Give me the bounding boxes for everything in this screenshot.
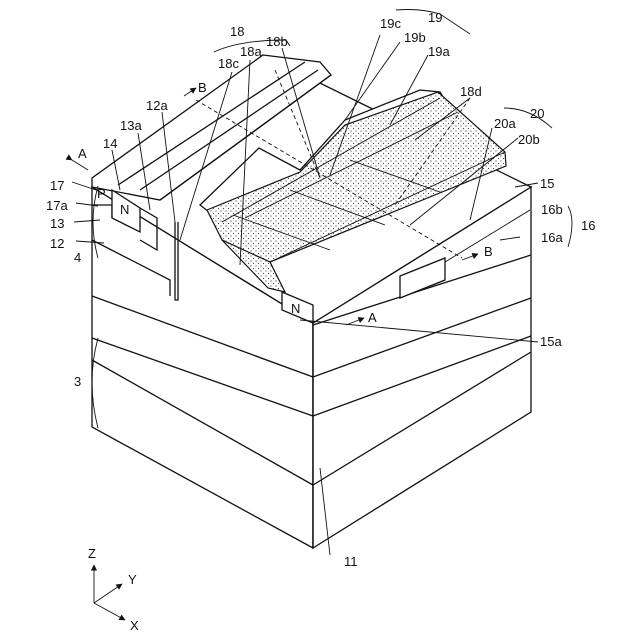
- bracket-16: [568, 206, 572, 247]
- coordinate-axes: Z Y X: [88, 546, 139, 633]
- axis-x-label: X: [130, 618, 139, 633]
- label-18a: 18a: [240, 44, 262, 59]
- label-20: 20: [530, 106, 544, 121]
- label-13a: 13a: [120, 118, 142, 133]
- section-line-b-top: [184, 88, 196, 96]
- label-11: 11: [344, 554, 358, 569]
- label-12a: 12a: [146, 98, 168, 113]
- label-13: 13: [50, 216, 64, 231]
- label-15a: 15a: [540, 334, 562, 349]
- label-14: 14: [103, 136, 117, 151]
- label-19b: 19b: [404, 30, 426, 45]
- label-20a: 20a: [494, 116, 516, 131]
- p-region-letter: P: [97, 186, 106, 201]
- section-b-right-letter: B: [484, 244, 493, 259]
- n-region-front-letter: N: [291, 301, 300, 316]
- axis-x-arrow: [94, 603, 125, 620]
- label-4: 4: [74, 250, 81, 265]
- label-19a: 19a: [428, 44, 450, 59]
- label-18d: 18d: [460, 84, 482, 99]
- n-region-left-letter: N: [120, 202, 129, 217]
- axis-z-label: Z: [88, 546, 96, 561]
- section-line-a-left: [72, 160, 88, 170]
- section-a-left-letter: A: [78, 146, 87, 161]
- section-a-right-letter: A: [368, 310, 377, 325]
- section-b-top-letter: B: [198, 80, 207, 95]
- label-15: 15: [540, 176, 554, 191]
- label-12: 12: [50, 236, 64, 251]
- label-16: 16: [581, 218, 595, 233]
- label-18c: 18c: [218, 56, 239, 71]
- label-17: 17: [50, 178, 64, 193]
- label-17a: 17a: [46, 198, 68, 213]
- axis-y-arrow: [94, 584, 122, 603]
- axis-y-label: Y: [128, 572, 137, 587]
- label-19c: 19c: [380, 16, 401, 31]
- label-18b: 18b: [266, 34, 288, 49]
- label-19: 19: [428, 10, 442, 25]
- label-16b: 16b: [541, 202, 563, 217]
- label-3: 3: [74, 374, 81, 389]
- label-20b: 20b: [518, 132, 540, 147]
- label-16a: 16a: [541, 230, 563, 245]
- label-18: 18: [230, 24, 244, 39]
